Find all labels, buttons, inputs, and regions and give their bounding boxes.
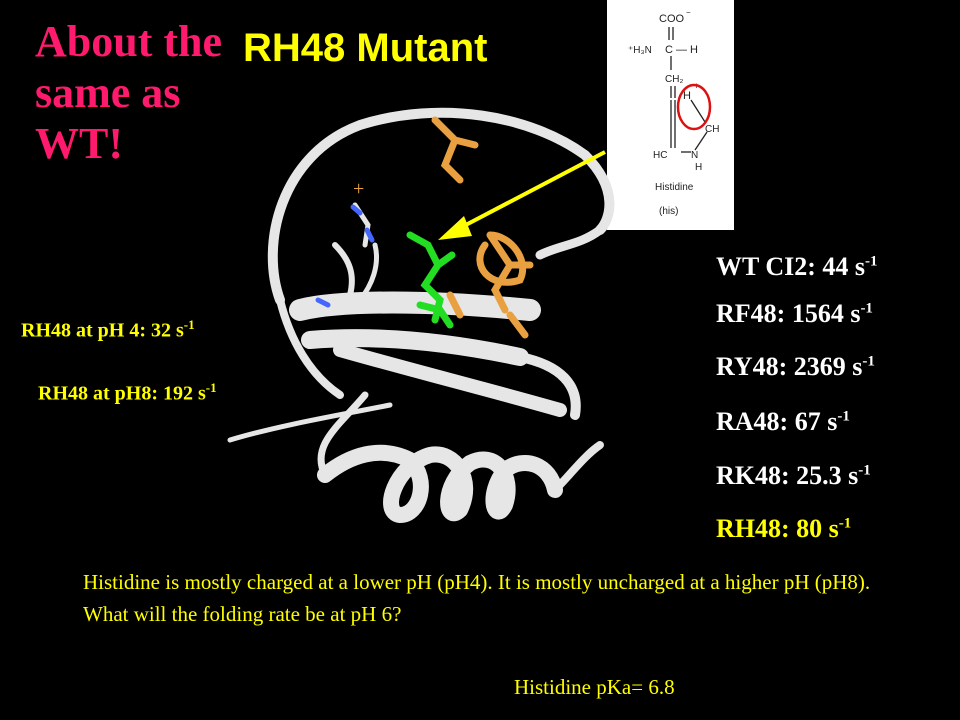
protein-ribbon-image: +	[227, 107, 615, 523]
arrow	[438, 150, 606, 240]
histidine-structure-image: COO − ⁺H₃N C — H CH₂ H + CH HC N H Histi…	[607, 0, 734, 230]
rate-rk48: RK48: 25.3 s-1	[716, 461, 871, 490]
structure-ca: C — H	[665, 44, 698, 56]
rate-rh48-ph8: RH48 at pH8: 192 s-1	[38, 380, 217, 405]
structure-name: Histidine	[655, 182, 694, 193]
rate-rh48: RH48: 80 s-1	[716, 514, 852, 543]
structure-coo: COO	[659, 13, 685, 25]
rate-ry48: RY48: 2369 s-1	[716, 352, 875, 381]
highlight-circle	[676, 83, 712, 131]
structure-n: N	[691, 150, 698, 161]
structure-coo-charge: −	[686, 8, 691, 17]
rate-wt: WT CI2: 44 s-1	[716, 252, 878, 281]
structure-ch2: CH₂	[665, 74, 683, 85]
rate-rf48: RF48: 1564 s-1	[716, 299, 873, 328]
structure-h3n: ⁺H₃N	[628, 45, 652, 56]
rate-rh48-ph4: RH48 at pH 4: 32 s-1	[21, 317, 195, 342]
structure-nh: H	[683, 90, 691, 102]
explanation-paragraph: Histidine is mostly charged at a lower p…	[83, 570, 871, 626]
structure-ch: CH	[705, 124, 719, 135]
charge-plus-label: +	[353, 178, 364, 200]
structure-hc: HC	[653, 150, 667, 161]
slide-title: RH48 Mutant	[243, 26, 488, 70]
rate-ra48: RA48: 67 s-1	[716, 407, 850, 436]
histidine-pka: Histidine pKa= 6.8	[514, 675, 675, 699]
structure-h: H	[695, 162, 702, 173]
about-same-as-wt-text: About the same as WT!	[35, 17, 223, 168]
structure-abbr: (his)	[659, 206, 678, 217]
